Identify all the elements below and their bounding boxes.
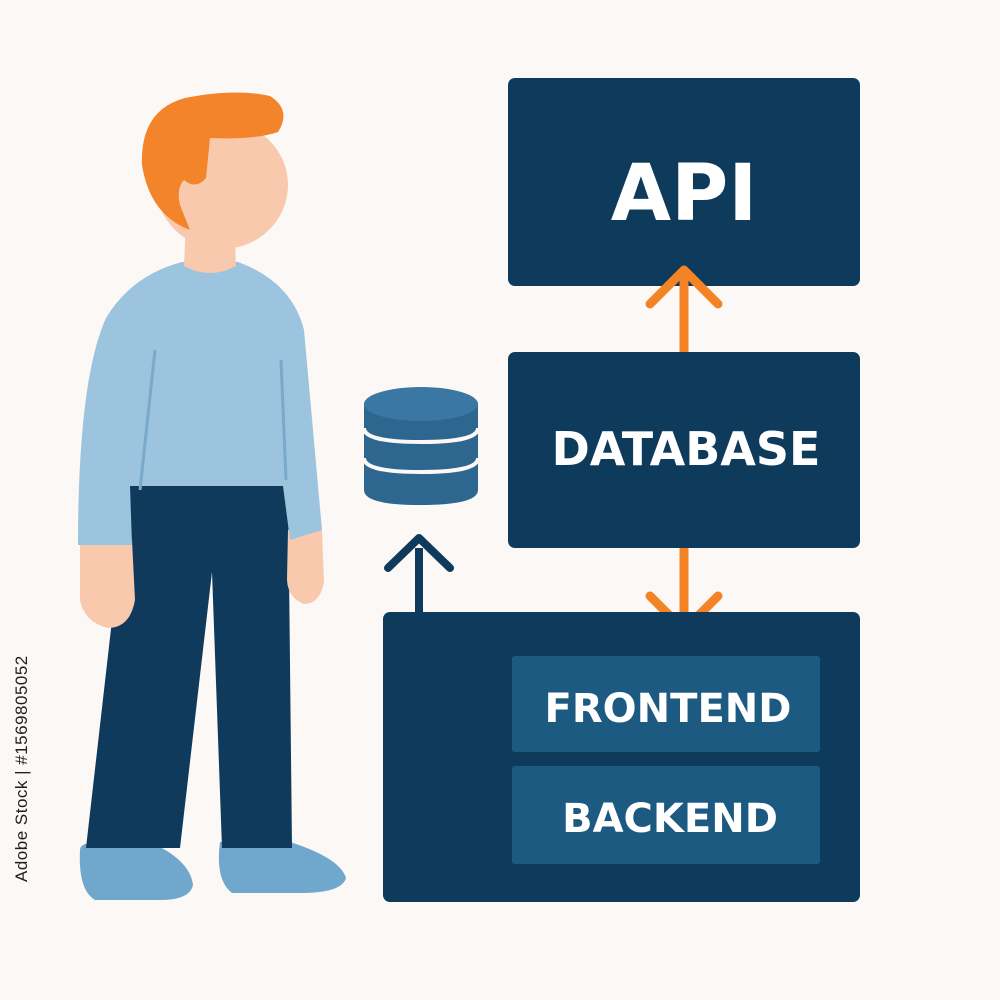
backend-box [512, 766, 820, 864]
api-label: API [611, 149, 758, 239]
left-hand [80, 540, 135, 628]
left-shoe [79, 842, 193, 900]
database-icon [362, 387, 480, 505]
backend-label: BACKEND [562, 796, 778, 842]
right-hand [287, 530, 324, 604]
right-shoe [218, 842, 346, 893]
app-container-box: FRONTEND BACKEND [383, 612, 860, 902]
frontend-box [512, 656, 820, 752]
database-box: DATABASE [508, 352, 860, 548]
frontend-label: FRONTEND [545, 686, 792, 732]
pants [86, 480, 292, 848]
api-box: API [508, 78, 860, 286]
up-arrow-icon [384, 534, 454, 612]
double-arrow-icon [645, 265, 723, 352]
person-illustration [78, 92, 346, 900]
hair [141, 92, 284, 230]
shirt [78, 262, 322, 545]
stock-identifier: Adobe Stock | #1569805052 [12, 655, 31, 882]
database-label: DATABASE [552, 422, 821, 476]
